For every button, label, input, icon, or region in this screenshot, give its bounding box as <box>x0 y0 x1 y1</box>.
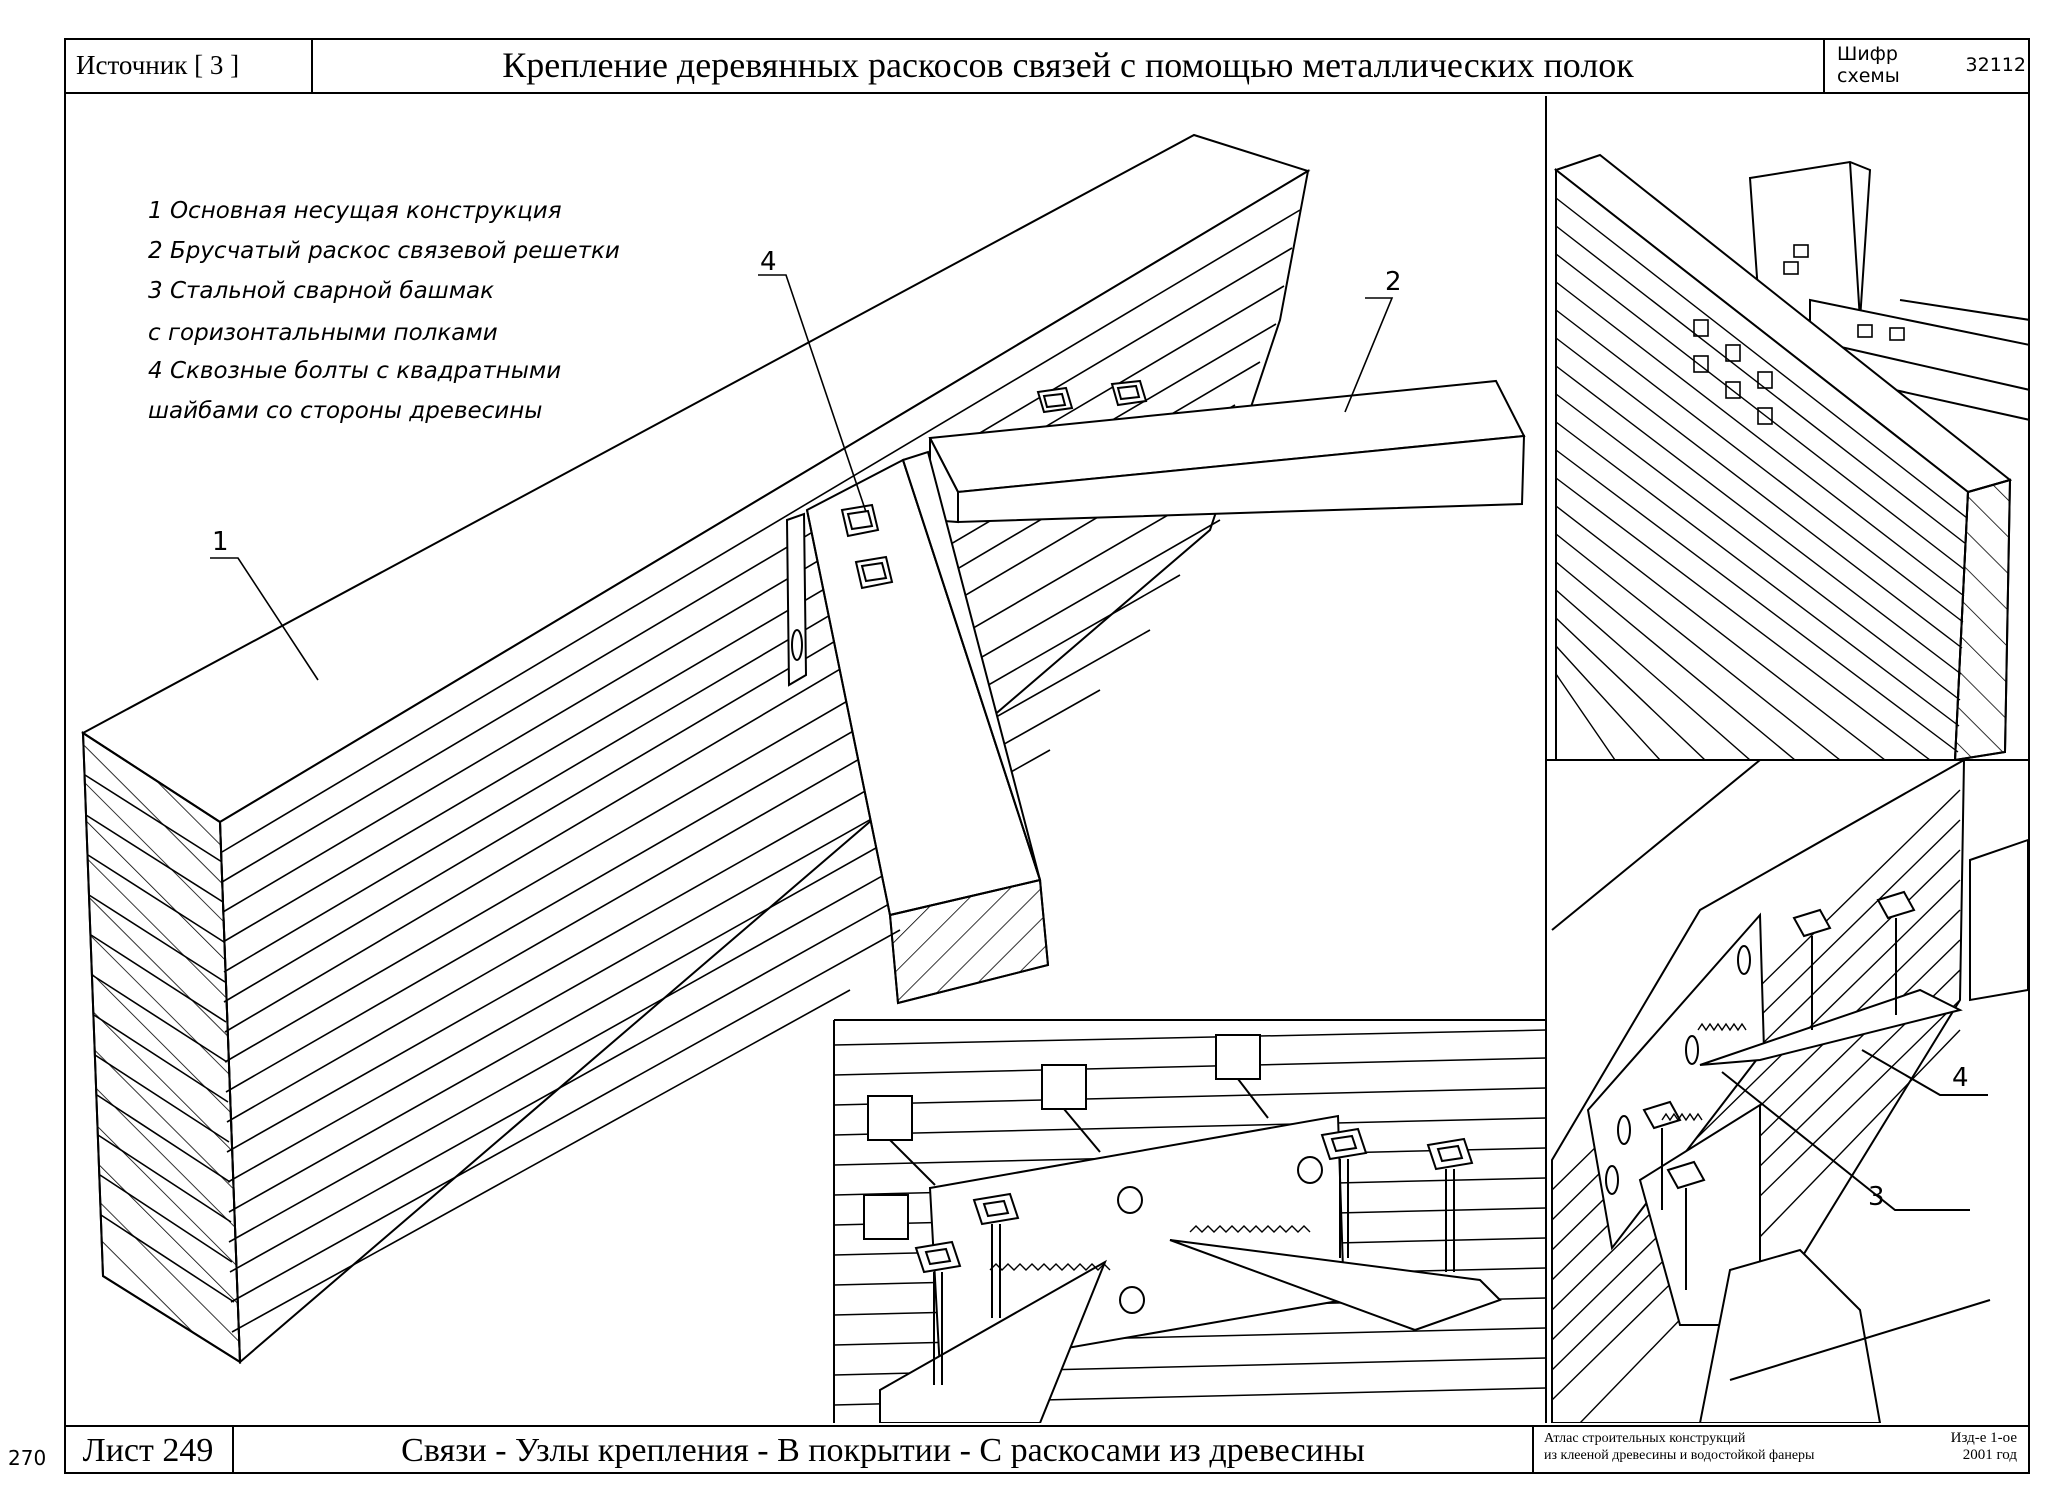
title-block-footer: Лист 249 Связи - Узлы крепления - В покр… <box>64 1425 2030 1474</box>
sheet-cell: Лист 249 <box>64 1427 234 1474</box>
detail-view-top <box>1553 153 2028 760</box>
timber-brace-right <box>928 379 1526 524</box>
legend-item: с горизонтальными полками <box>148 320 498 346</box>
bolt-washer <box>840 503 880 538</box>
legend: 1 Основная несущая конструкция 2 Брусчат… <box>148 198 620 424</box>
timber-brace-lower <box>805 450 1050 1005</box>
bolt-washer <box>1110 379 1148 407</box>
page-number: 270 <box>8 1446 47 1470</box>
callout-3: 3 <box>1868 1182 1885 1212</box>
drawing-frame <box>64 38 2030 1474</box>
legend-item: 4 Сквозные болты с квадратными <box>148 358 561 384</box>
atlas-line-1: Атлас строительных конструкций <box>1544 1431 1746 1446</box>
source-label: Источник [ 3 ] <box>76 49 240 80</box>
breadcrumb: Связи - Узлы крепления - В покрытии - С … <box>401 1431 1365 1469</box>
callout-4: 4 <box>760 247 777 277</box>
source-cell: Источник [ 3 ] <box>64 38 313 92</box>
legend-item: 1 Основная несущая конструкция <box>148 198 562 224</box>
bolt-washer <box>854 555 894 590</box>
callout-4-detail: 4 <box>1952 1063 1969 1093</box>
page-title: Крепление деревянных раскосов связей с п… <box>502 45 1634 85</box>
callouts-main <box>210 274 1394 681</box>
title-block-header: Источник [ 3 ] Крепление деревянных раск… <box>64 38 2030 94</box>
title-cell: Крепление деревянных раскосов связей с п… <box>313 38 1825 92</box>
code-cell: Шифр схемы 32112 <box>1825 38 2026 92</box>
edition-line-1: Изд-е 1-ое <box>1950 1430 2017 1446</box>
isometric-drawing: 1 Основная несущая конструкция 2 Брусчат… <box>81 96 2028 1423</box>
sheet-number: Лист 249 <box>82 1431 214 1469</box>
bolt-washer <box>1036 386 1074 414</box>
edition-line-2: 2001 год <box>1962 1447 2017 1463</box>
code-value: 32112 <box>1965 54 2026 76</box>
path-cell: Связи - Узлы крепления - В покрытии - С … <box>234 1427 1534 1474</box>
detail-view-shoe <box>1551 760 2028 1423</box>
atlas-cell: Атлас строительных конструкций из клеено… <box>1544 1430 1964 1464</box>
detail-view-plate <box>834 1029 1546 1423</box>
code-label: Шифр схемы <box>1837 43 1900 87</box>
steel-shoe-plate-main <box>785 512 808 687</box>
legend-item: 3 Стальной сварной башмак <box>148 278 494 304</box>
legend-item: шайбами со стороны древесины <box>148 398 542 424</box>
legend-item: 2 Брусчатый раскос связевой решетки <box>148 238 620 264</box>
atlas-line-2: из клееной древесины и водостойкой фанер… <box>1544 1448 1815 1463</box>
edition-cell: Изд-е 1-ое 2001 год <box>1917 1430 2017 1464</box>
callout-1: 1 <box>212 527 229 557</box>
callout-2: 2 <box>1385 267 1402 297</box>
